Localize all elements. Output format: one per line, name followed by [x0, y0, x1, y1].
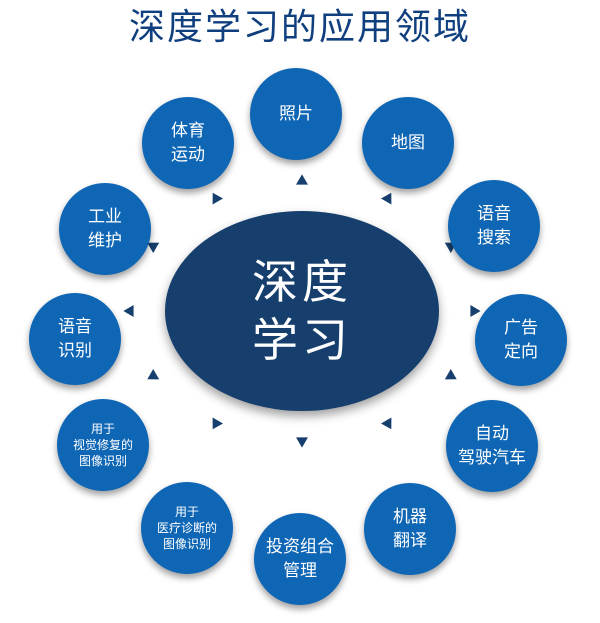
node-vision-image-recognition: 用于 视觉修复的 图像识别 — [57, 399, 149, 491]
center-circle: 深度 学习 — [165, 211, 439, 411]
node-photos: 照片 — [250, 68, 342, 160]
arrow-2 — [381, 192, 392, 205]
node-medical-image-recognition: 用于 医疗诊断的 图像识别 — [141, 482, 233, 574]
arrow-7 — [296, 437, 308, 448]
node-portfolio: 投资组合 管理 — [254, 513, 346, 605]
arrow-11 — [147, 242, 160, 253]
node-self-driving: 自动 驾驶汽车 — [446, 400, 538, 492]
node-label: 照片 — [279, 104, 313, 124]
arrow-4 — [470, 305, 481, 317]
arrow-5 — [444, 369, 457, 380]
node-label: 语音 搜索 — [477, 204, 511, 248]
node-machine-translation: 机器 翻译 — [364, 483, 456, 575]
arrow-12 — [212, 192, 223, 205]
node-sports: 体育 运动 — [142, 97, 234, 189]
node-ad-targeting: 广告 定向 — [475, 294, 567, 386]
node-label: 地图 — [391, 133, 425, 153]
node-label: 工业 维护 — [88, 207, 122, 251]
node-label: 用于 视觉修复的 图像识别 — [72, 422, 133, 468]
arrow-10 — [123, 305, 134, 317]
arrow-9 — [147, 369, 160, 380]
arrow-6 — [381, 417, 392, 430]
arrow-8 — [212, 417, 223, 430]
center-label: 深度 学习 — [252, 255, 352, 367]
node-label: 用于 医疗诊断的 图像识别 — [156, 505, 217, 551]
node-label: 自动 驾驶汽车 — [458, 424, 526, 468]
node-label: 广告 定向 — [504, 318, 538, 362]
node-industrial-maintenance: 工业 维护 — [59, 183, 151, 275]
node-voice-search: 语音 搜索 — [448, 180, 540, 272]
diagram-title: 深度学习的应用领域 — [128, 7, 471, 48]
arrow-1 — [296, 174, 308, 185]
node-speech-recognition: 语音 识别 — [29, 293, 121, 385]
node-label: 机器 翻译 — [393, 507, 427, 551]
node-maps: 地图 — [362, 97, 454, 189]
node-label: 体育 运动 — [171, 121, 205, 165]
node-label: 投资组合 管理 — [266, 537, 334, 581]
node-label: 语音 识别 — [58, 317, 92, 361]
